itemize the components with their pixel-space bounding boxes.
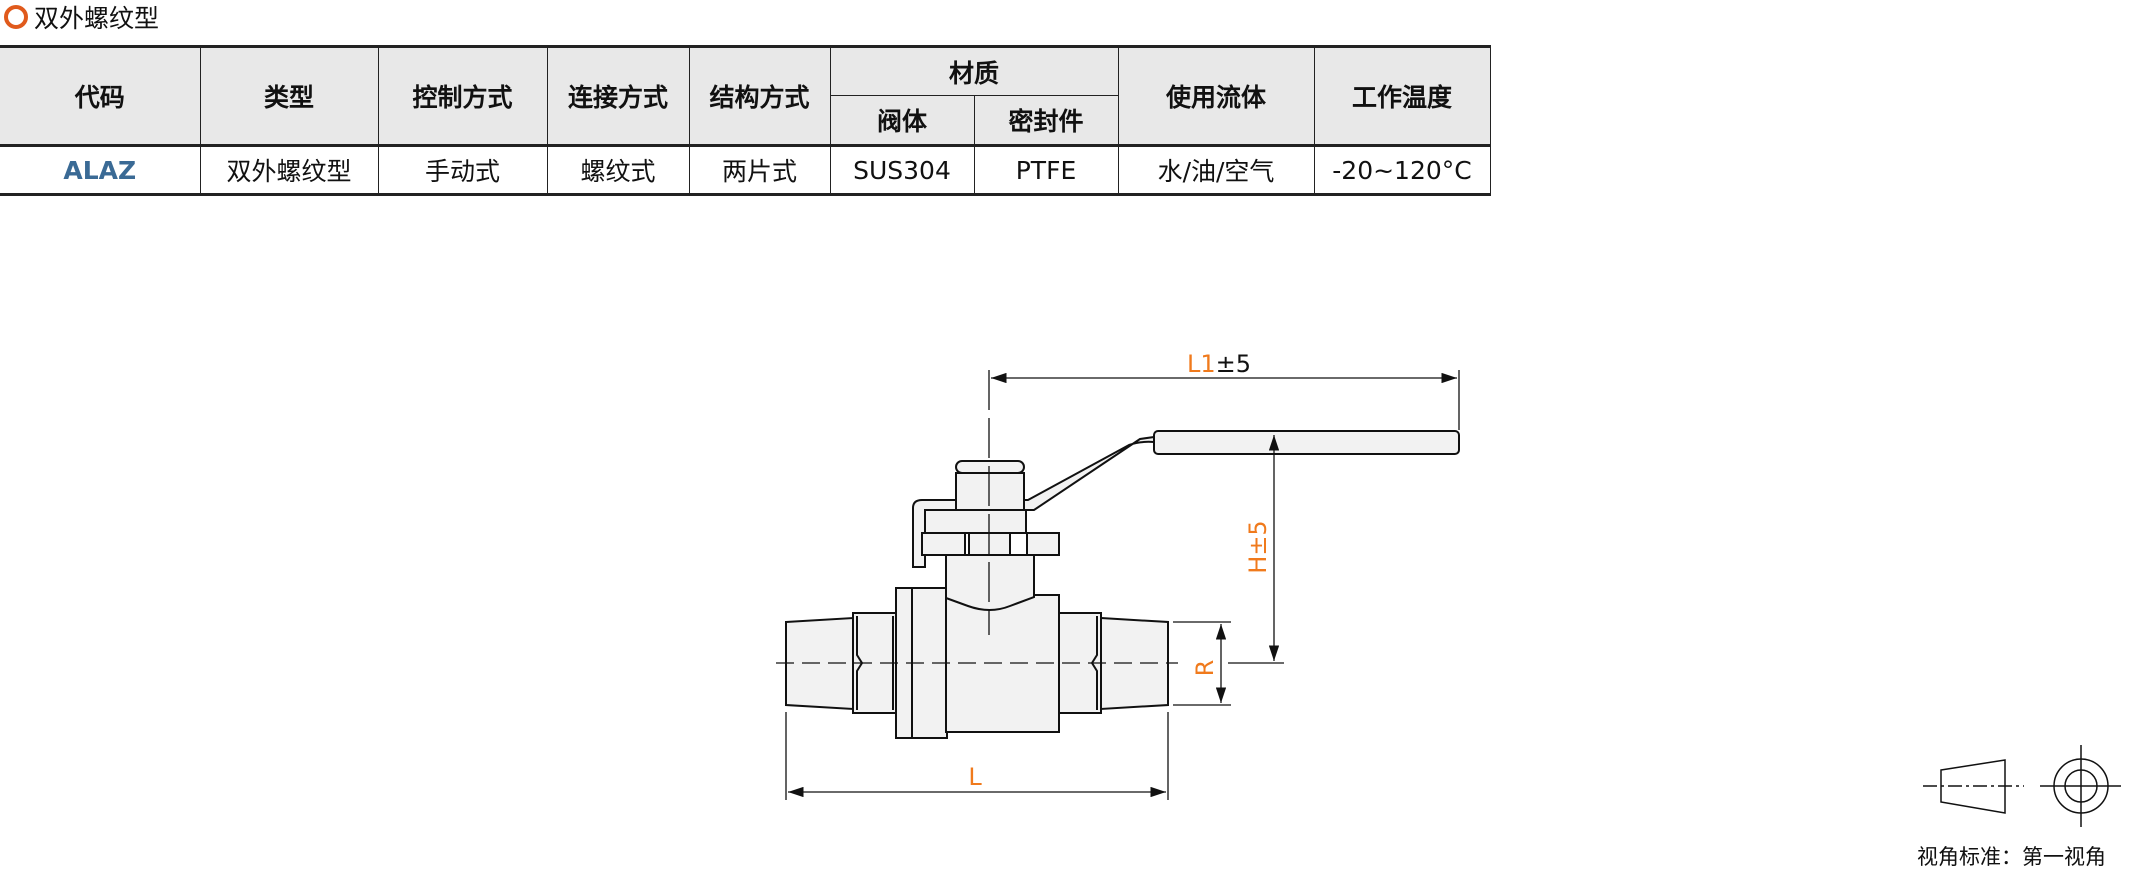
cell-connection: 螺纹式 [546,145,690,196]
cell-body: SUS304 [829,145,975,196]
header-connection: 连接方式 [546,45,690,147]
header-body: 阀体 [830,95,975,147]
section-title: 双外螺纹型 [4,2,160,33]
dim-l1-label: L1±5 [1187,350,1251,378]
header-temp: 工作温度 [1313,45,1491,147]
dim-r-label: R [1191,660,1219,677]
valve-drawing: L1±5 H±5 R L [776,350,2121,827]
header-seal: 密封件 [973,95,1119,147]
header-material: 材质 [829,45,1119,96]
cell-type: 双外螺纹型 [199,145,379,196]
cell-temp: -20~120°C [1313,145,1491,196]
header-type: 类型 [199,45,379,147]
header-code: 代码 [0,45,201,147]
cell-fluid: 水/油/空气 [1117,145,1315,196]
first-angle-projection-icon [1923,745,2121,827]
header-fluid: 使用流体 [1117,45,1315,147]
projection-caption: 视角标准：第一视角 [1917,845,2106,869]
dim-h-label: H±5 [1244,520,1272,573]
spec-table: 代码 类型 控制方式 连接方式 结构方式 材质 使用流体 工作温度 阀体 密封件… [0,45,1491,196]
ball-valve-outline [785,430,1460,739]
dimension-lines [776,370,1460,800]
table-row: ALAZ 双外螺纹型 手动式 螺纹式 两片式 SUS304 PTFE 水/油/空… [0,145,1491,196]
cell-structure: 两片式 [688,145,831,196]
cell-code: ALAZ [0,145,201,196]
header-structure: 结构方式 [688,45,831,147]
cell-seal: PTFE [973,145,1119,196]
cell-control: 手动式 [377,145,548,196]
circle-bullet-icon [4,5,28,29]
dim-l-label: L [968,763,982,791]
header-control: 控制方式 [377,45,548,147]
section-title-text: 双外螺纹型 [34,4,160,33]
